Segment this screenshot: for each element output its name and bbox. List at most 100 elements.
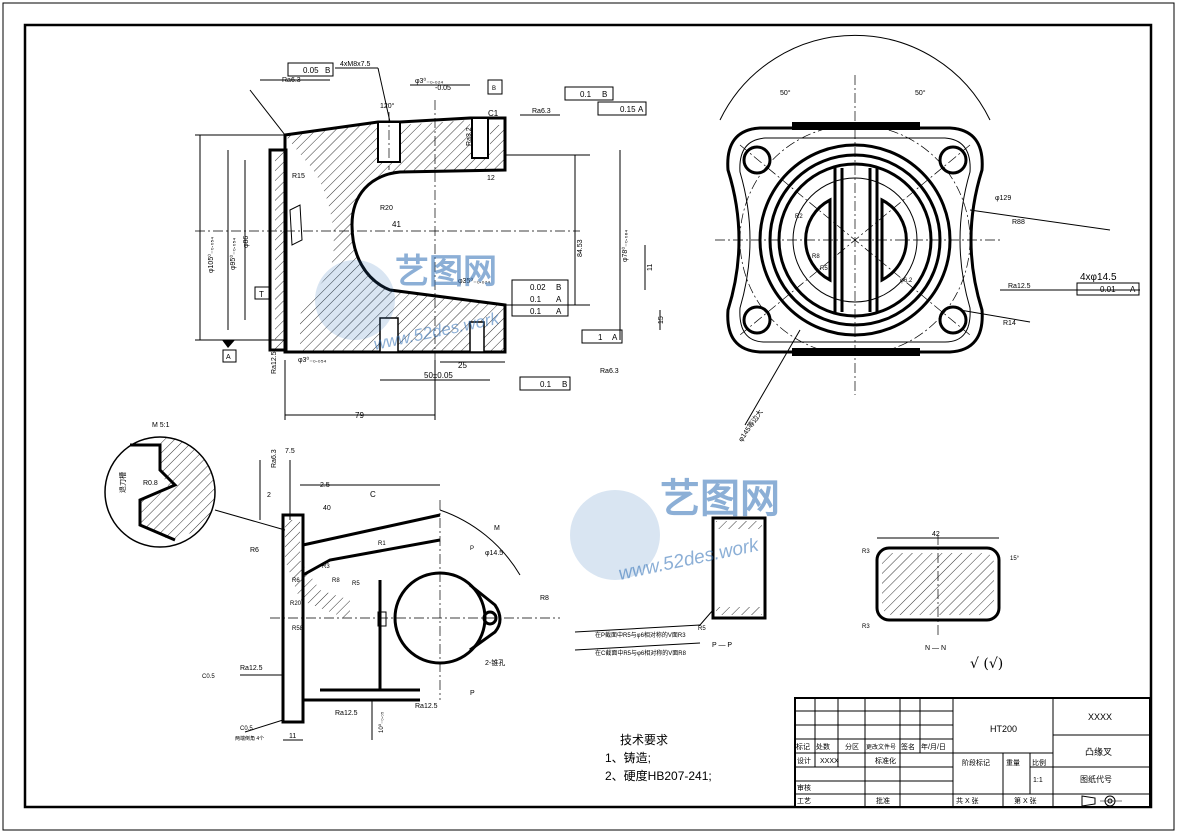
tl-dim-36: φ3⁰₋₀.₀₅₄ (298, 356, 327, 364)
row-header-2: 分区 (845, 742, 859, 751)
tl-dim-7: 0.1 (580, 90, 592, 99)
tl-dim-37: 25 (458, 361, 467, 370)
pp-label: P — P (712, 642, 732, 649)
top-right-view: 50° 50° φ129 R88 4xφ14.5 0.01 A Ra12.5 R… (715, 34, 1140, 443)
bl-dim-8: R3 (322, 564, 330, 570)
tl-dim-4: φ3⁰₋₀.₀₂₄ (415, 77, 443, 85)
bl-dim-7: R1 (378, 541, 386, 547)
bl-dim-25: 10⁰₋₀.₀₅ (378, 711, 385, 733)
top-left-view: Ra6.3 0.05 B 4xM8x7.5 φ3⁰₋₀.₀₂₄ -0.05 B … (195, 61, 665, 420)
tl-dim-29: 0.1 (530, 295, 542, 304)
tr-dim-10: R2 (795, 214, 803, 220)
detail-dim-0: 退刀槽 (118, 472, 127, 493)
tl-dim-21: φ95⁰₋₀.₀₅₄ (229, 238, 237, 270)
tl-dim-6: B (492, 86, 496, 92)
tr-dim-11: φ6.2 (900, 278, 913, 284)
nn-dim-1: R3 (862, 549, 870, 555)
design-value: XXXX (820, 758, 839, 765)
tl-dim-5: -0.05 (435, 85, 451, 92)
detail-dim-1: R0.8 (143, 480, 158, 487)
tr-dim-2: φ129 (995, 195, 1011, 202)
bl-dim-26: Ra12.5 (415, 703, 438, 710)
bl-dim-14: P (470, 546, 474, 552)
tl-dim-9: 0.15 (620, 105, 636, 114)
nn-label: N — N (925, 645, 946, 652)
inner-border (23, 23, 1153, 809)
bl-dim-27: P (470, 690, 475, 697)
tl-dim-11: Ra6.3 (532, 108, 551, 115)
tl-dim-28: B (556, 283, 561, 292)
tech-requirements: 技术要求 1、铸造; 2、硬度HB207-241; (605, 733, 712, 783)
tl-dim-35: Ra12.5 (271, 351, 278, 374)
tl-dim-44: A (612, 333, 618, 342)
watermark-brand-1: 艺图网 (395, 253, 497, 291)
stage-label: 阶段标记 (962, 758, 990, 767)
note-r5: R5 (698, 626, 706, 632)
tl-dim-14: Ra3.2 (466, 127, 473, 146)
note-1: 在P截面中R5与φ6相对称的V面R3 (595, 631, 686, 639)
bl-dim-11: R6 (292, 578, 300, 584)
bl-dim-9: R5 (352, 581, 360, 587)
company: XXXX (1088, 712, 1112, 722)
section-pp: 在P截面中R5与φ6相对称的V面R3 在C截面中R5与φ6相对称的V面R8 R5… (574, 516, 767, 657)
tech-req-item-2: 2、硬度HB207-241; (605, 768, 712, 783)
tr-dim-6: A (1130, 285, 1136, 294)
tl-dim-8: B (602, 90, 607, 99)
bl-dim-2: 2.5 (320, 482, 330, 489)
tl-dim-10: A (638, 105, 644, 114)
watermark-brand-2: 艺图网 (660, 477, 780, 521)
tl-dim-26: φ35⁰₋₀.₀₂₄ (458, 277, 490, 285)
drawing-no-label: 图纸代号 (1080, 774, 1112, 784)
tl-dim-15: 12 (487, 175, 495, 182)
tl-dim-17: R20 (380, 205, 393, 212)
weight-label: 重量 (1006, 759, 1020, 767)
tl-dim-3: 4xM8x7.5 (340, 61, 370, 68)
note-2: 在C截面中R5与φ6相对称的V面R8 (595, 649, 687, 657)
review-label: 审核 (797, 783, 811, 792)
bl-dim-15: R8 (540, 595, 549, 602)
tl-dim-40: B (562, 380, 567, 389)
tl-dim-39: 0.1 (540, 380, 552, 389)
bl-dim-12: φ14.5 (485, 550, 503, 557)
tl-dim-22: 84.53 (577, 239, 584, 257)
bl-dim-6: R6 (250, 547, 259, 554)
row-header-3: 更改文件号 (866, 743, 896, 751)
title-block: HT200 XXXX 凸缘叉 图纸代号 标记 处数 分区 更改文件号 签名 年/… (794, 697, 1151, 808)
tr-dim-13: R5 (820, 266, 828, 272)
bl-dim-10: R8 (332, 578, 340, 584)
design-label: 设计 (797, 756, 811, 765)
tech-req-item-1: 1、铸造; (605, 750, 651, 765)
bl-dim-21: Ra12.5 (335, 710, 358, 717)
tl-dim-23: φ78⁰₋₀.₀₆₄ (621, 230, 629, 262)
material: HT200 (990, 724, 1017, 734)
tl-dim-25: 15 (658, 316, 665, 324)
detail-view: M 5:1 退刀槽 R0.8 (104, 422, 286, 548)
part-name: 凸缘叉 (1085, 746, 1112, 757)
tr-dim-7: Ra12.5 (1008, 283, 1031, 290)
bl-dim-3: C (370, 490, 376, 499)
tr-dim-3: R88 (1012, 219, 1025, 226)
tl-dim-41: Ra6.3 (600, 368, 619, 375)
bl-dim-5: 40 (323, 505, 331, 512)
standard-label: 标准化 (875, 756, 896, 765)
tl-dim-31: 0.1 (530, 307, 542, 316)
process-label: 工艺 (797, 797, 811, 805)
tl-dim-1: 0.05 (303, 66, 319, 75)
bl-dim-23: 两端倒角 4个 (235, 735, 264, 742)
bl-dim-1: Ra6.3 (271, 449, 278, 468)
bl-dim-17: R20 (290, 601, 302, 607)
tr-dim-0: 50° (780, 89, 791, 97)
bl-dim-13: M (494, 525, 500, 532)
scale-value: 1:1 (1033, 777, 1043, 784)
bl-dim-4: 2 (267, 492, 271, 499)
tr-dim-8: R14 (1003, 320, 1016, 327)
tech-req-title: 技术要求 (620, 733, 668, 747)
total-sheets: 共 X 张 (956, 796, 979, 805)
approve-label: 批准 (876, 796, 890, 805)
scale-label: 比例 (1032, 758, 1046, 767)
row-header-1: 处数 (816, 742, 830, 751)
row-header-5: 年/月/日 (921, 742, 946, 751)
bl-dim-19: C0.5 (202, 674, 215, 680)
